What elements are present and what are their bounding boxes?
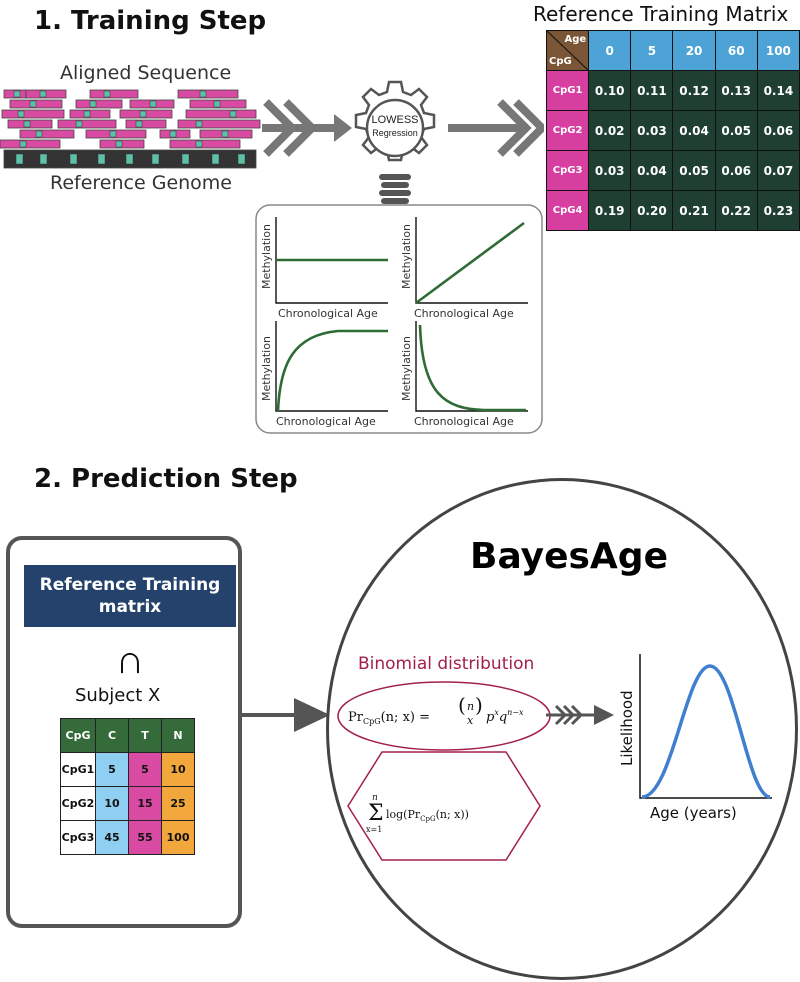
chevron-arrow-icon-2 [448, 99, 544, 157]
reference-genome-label: Reference Genome [50, 172, 232, 194]
plot-xlabel: Chronological Age [278, 307, 378, 320]
matrix-cell: 0.10 [588, 70, 632, 111]
svg-text:): ) [475, 693, 483, 717]
matrix-cell: 0.02 [588, 110, 632, 151]
matrix-cell: 0.03 [630, 110, 674, 151]
age-header: 100 [756, 30, 800, 71]
subject-header: T [128, 718, 162, 753]
subject-cell: 5 [128, 752, 162, 787]
lowess-plots-panel: Methylation Methylation Methylation Meth… [255, 204, 543, 434]
age-header: 0 [588, 30, 632, 71]
cpg-row-label: CpG1 [545, 70, 590, 111]
matrix-title: Reference Training Matrix [533, 2, 789, 26]
subject-label: Subject X [75, 685, 161, 706]
plot-xlabel: Chronological Age [276, 415, 376, 428]
subject-cell: 25 [161, 786, 195, 821]
subject-header: N [161, 718, 195, 753]
svg-text:(: ( [458, 693, 466, 717]
likelihood-xlabel: Age (years) [650, 804, 737, 822]
svg-text:n: n [372, 793, 378, 803]
subject-row-label: CpG2 [60, 786, 96, 821]
gear-icon [354, 80, 436, 162]
reference-training-matrix: Age CpG 0 5 20 60 100 CpG1 0.10 0.11 0.1… [545, 30, 800, 231]
age-header: 60 [714, 30, 758, 71]
plot-xlabel: Chronological Age [414, 415, 514, 428]
subject-cell: 5 [95, 752, 129, 787]
age-header: 5 [630, 30, 674, 71]
matrix-cell: 0.14 [756, 70, 800, 111]
matrix-cell: 0.07 [756, 150, 800, 191]
chevron-arrow-icon [262, 99, 352, 157]
matrix-cell: 0.06 [714, 150, 758, 191]
matrix-cell: 0.04 [672, 110, 716, 151]
matrix-cell: 0.05 [672, 150, 716, 191]
subject-cell: 55 [128, 820, 162, 855]
subject-cell: 45 [95, 820, 129, 855]
training-step-title: 1. Training Step [34, 6, 267, 36]
subject-cell: 15 [128, 786, 162, 821]
matrix-cell: 0.21 [672, 190, 716, 231]
matrix-corner: Age CpG [545, 30, 590, 71]
spring-icon [379, 174, 411, 204]
plot-ylabel: Methylation [400, 224, 413, 289]
svg-text:log(PrCpG(n; x)): log(PrCpG(n; x)) [386, 808, 469, 823]
subject-cell: 10 [161, 752, 195, 787]
matrix-cell: 0.06 [756, 110, 800, 151]
subject-panel [6, 536, 242, 928]
gear-label-line1: LOWESS [371, 114, 419, 126]
cpg-row-label: CpG4 [545, 190, 590, 231]
subject-header: C [95, 718, 129, 753]
subject-table: CpG C T N CpG1 5 5 10 CpG2 10 15 25 CpG3… [60, 718, 195, 855]
prediction-step-title: 2. Prediction Step [34, 464, 298, 494]
subject-cell: 10 [95, 786, 129, 821]
svg-text:Σ: Σ [368, 801, 384, 826]
matrix-cell: 0.23 [756, 190, 800, 231]
matrix-cell: 0.05 [714, 110, 758, 151]
aligned-reads-illustration [0, 89, 261, 169]
matrix-cell: 0.22 [714, 190, 758, 231]
bayesage-circle [326, 478, 798, 980]
aligned-sequence-label: Aligned Sequence [60, 62, 232, 84]
reference-training-matrix-box: Reference Training matrix [24, 565, 236, 627]
corner-age-label: Age [564, 34, 587, 45]
gear-label: LOWESS Regression [355, 114, 435, 140]
svg-text:PrCpG(n; x) =: PrCpG(n; x) = [348, 710, 430, 726]
intersection-icon: ∩ [115, 638, 145, 682]
svg-text:x: x [467, 714, 474, 727]
matrix-cell: 0.12 [672, 70, 716, 111]
cpg-row-label: CpG2 [545, 110, 590, 151]
matrix-cell: 0.04 [630, 150, 674, 191]
matrix-cell: 0.20 [630, 190, 674, 231]
matrix-cell: 0.13 [714, 70, 758, 111]
formula-diagram: PrCpG(n; x) = ( n x ) pxqn−x n Σ x=1 log… [337, 681, 551, 861]
subject-header: CpG [60, 718, 96, 753]
svg-text:x=1: x=1 [366, 825, 382, 834]
gear-label-line2: Regression [372, 128, 418, 138]
cpg-row-label: CpG3 [545, 150, 590, 191]
plot-ylabel: Methylation [260, 224, 273, 289]
plot-ylabel: Methylation [260, 336, 273, 401]
subject-row-label: CpG1 [60, 752, 96, 787]
arrow-right-icon [242, 698, 330, 732]
matrix-cell: 0.11 [630, 70, 674, 111]
binomial-distribution-label: Binomial distribution [358, 654, 535, 674]
plot-ylabel: Methylation [400, 336, 413, 401]
bayesage-title: BayesAge [470, 536, 668, 577]
subject-row-label: CpG3 [60, 820, 96, 855]
chevron-arrow-icon-3 [546, 704, 614, 726]
matrix-cell: 0.19 [588, 190, 632, 231]
age-header: 20 [672, 30, 716, 71]
likelihood-ylabel: Likelihood [618, 690, 636, 766]
matrix-cell: 0.03 [588, 150, 632, 191]
corner-cpg-label: CpG [549, 56, 572, 67]
subject-cell: 100 [161, 820, 195, 855]
plot-xlabel: Chronological Age [414, 307, 514, 320]
svg-text:n: n [467, 700, 474, 713]
likelihood-chart: Likelihood Age (years) [618, 654, 772, 822]
